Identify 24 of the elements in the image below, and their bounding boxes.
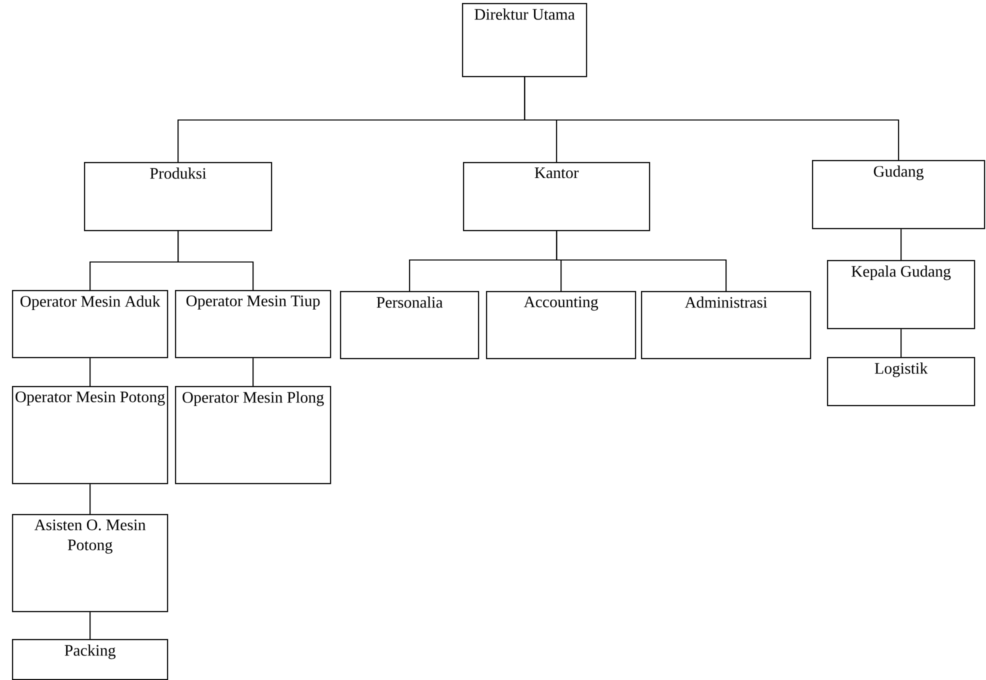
connector-line (900, 329, 902, 357)
org-box: Accounting (486, 291, 636, 360)
org-box: Operator Mesin Aduk (12, 290, 168, 358)
org-box: Logistik (827, 357, 976, 406)
connector-line (178, 231, 254, 290)
org-box: Direktur Utama (462, 3, 588, 78)
org-box: Packing (12, 639, 168, 680)
org-box: Gudang (812, 160, 986, 230)
org-box: Produksi (84, 162, 272, 232)
org-box: Administrasi (641, 291, 812, 360)
org-box: Asisten O. Mesin Potong (12, 514, 168, 612)
connector-line (556, 231, 727, 291)
org-box: Kantor (463, 162, 650, 232)
org-box: Operator Mesin Tiup (175, 290, 332, 358)
org-box: Kepala Gudang (827, 260, 976, 330)
connector-line (90, 612, 91, 639)
org-box: Personalia (340, 291, 480, 360)
connector-line (252, 358, 254, 386)
connector-line (900, 229, 902, 260)
org-box: Operator Mesin Plong (175, 386, 332, 484)
connector-line (90, 358, 91, 386)
org-box: Operator Mesin Potong (12, 386, 168, 484)
connector-line (524, 77, 900, 160)
connector-line (90, 484, 91, 514)
